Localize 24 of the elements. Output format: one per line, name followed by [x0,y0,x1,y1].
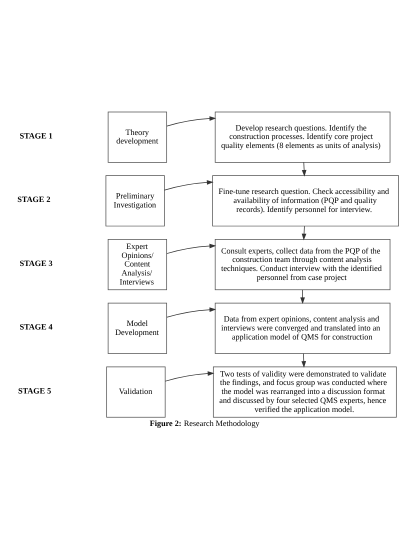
node-box: Data from expert opinions, content analysis and interviews were converged and translated into an application model of QMS for construction [214,302,390,354]
arrow [302,162,306,177]
node-box: Expert Opinions/ Content Analysis/ Interviews [108,239,168,290]
node-box: Theory development [108,112,168,163]
arrow [164,180,214,190]
label: STAGE 4 [20,322,53,332]
node-box: Validation [106,366,166,418]
node-box: Two tests of validity were demonstrated to validate the findings, and focus group was conducted where the model was rearranged into a discussion format and discussed by four selected QMS experts, hence verified the application model. [212,366,397,418]
caption: Figure 2: Research Methodology [150,418,260,428]
arrow [301,353,306,368]
node-box: Model Development [108,302,168,354]
arrow [300,290,305,304]
label: STAGE 1 [20,131,53,140]
label: STAGE 5 [18,386,52,396]
node-box: Fine-tune research question. Check accessibility and availability of information (PQP and quality records). Identify personnel for interview. [212,175,399,226]
arrow [166,307,216,318]
arrow [164,371,214,382]
node-box: Develop research questions. Identify the construction processes. Identify core project quality elements (8 elements as units of analysis) [214,112,390,163]
arrow [166,244,216,254]
node-box: Preliminary Investigation [106,175,165,226]
label: STAGE 2 [17,195,50,204]
node-box: Consult experts, collect data from the PQP of the construction team through content analysis techniques. Conduct interview with the identified personnel from case project [214,239,390,290]
arrow [166,116,216,126]
label: STAGE 3 [20,258,53,268]
